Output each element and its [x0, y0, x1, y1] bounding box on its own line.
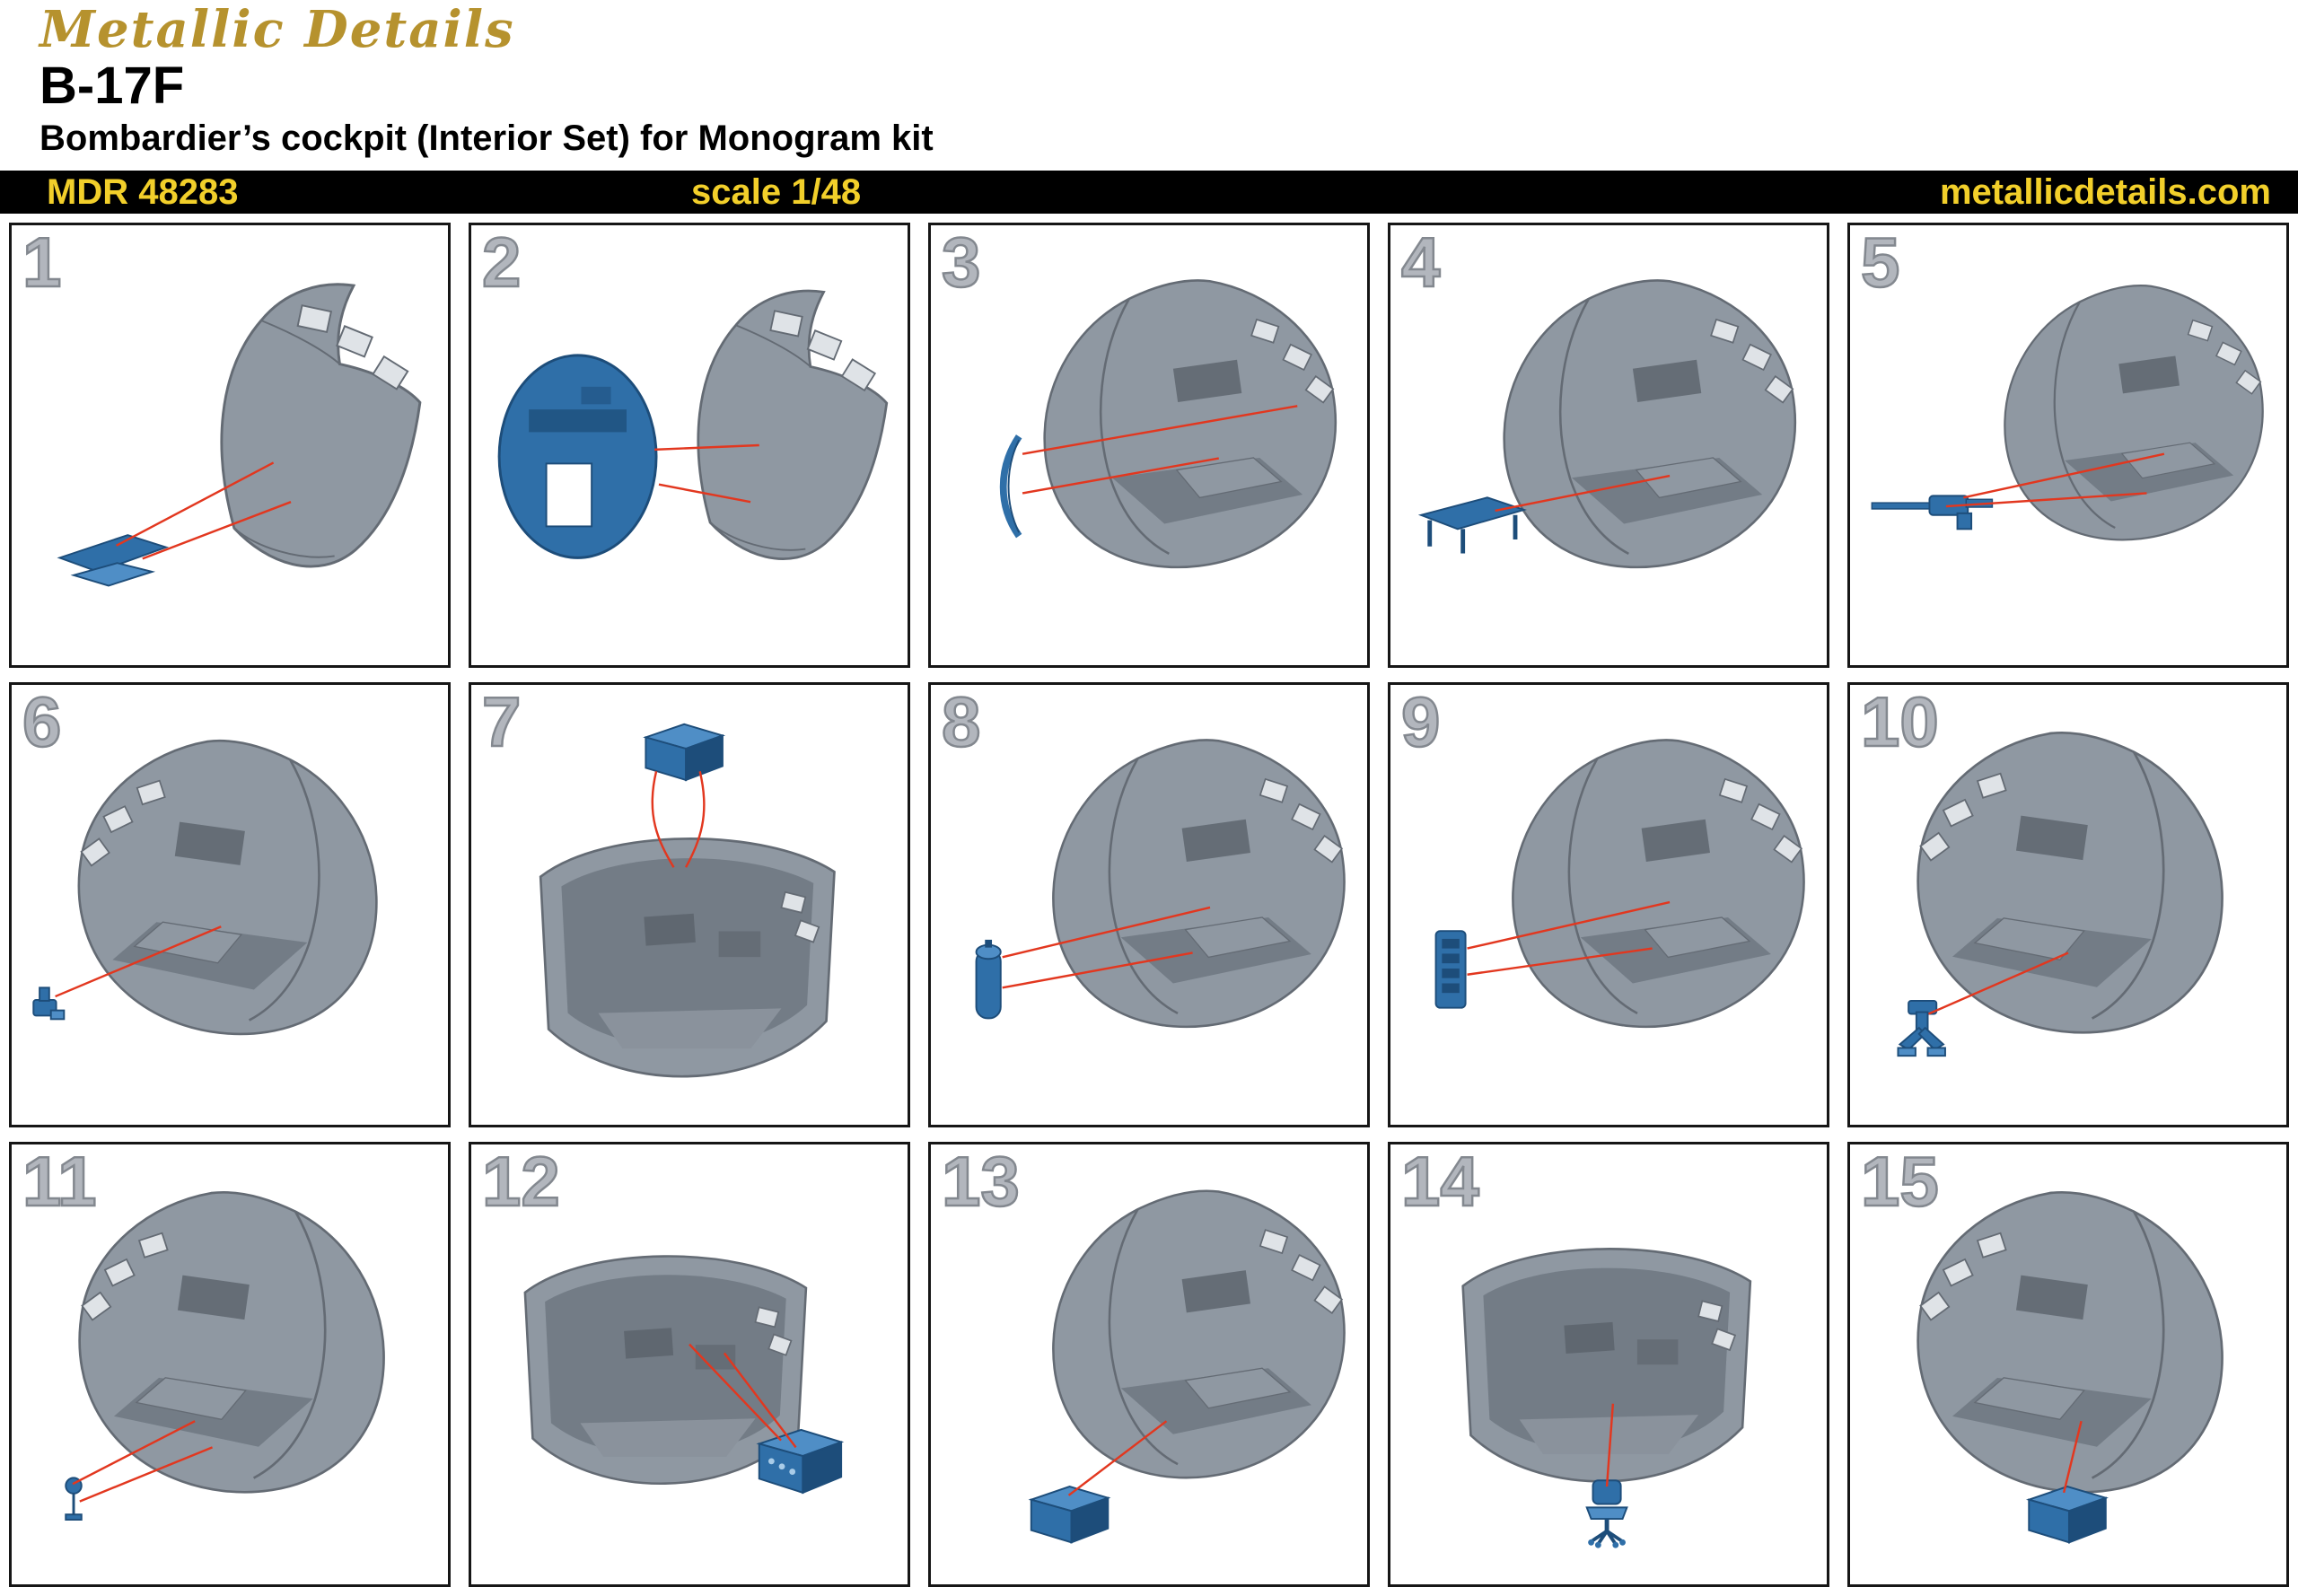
step-panel-3: 3: [928, 223, 1370, 668]
step-number: 14: [1400, 1142, 1480, 1221]
step-number: 11: [22, 1142, 98, 1221]
step-number: 9: [1400, 682, 1442, 761]
step-panel-5: 5: [1847, 223, 2289, 668]
step-panel-6: 6: [9, 682, 451, 1127]
step-illustration: [497, 289, 889, 560]
step-illustration: [65, 1191, 385, 1521]
brand-logo: Metallic Details: [39, 0, 515, 59]
step-illustration: [975, 739, 1346, 1029]
step-number: 12: [481, 1142, 561, 1221]
step-illustration: [1916, 1191, 2223, 1544]
step-number: 8: [941, 682, 982, 761]
info-bar: MDR 48283 scale 1/48 metallicdetails.com: [0, 171, 2298, 214]
step-number: 6: [22, 682, 63, 761]
step-panel-7: 7: [469, 682, 910, 1127]
step-panel-9: 9: [1388, 682, 1829, 1127]
step-number: 5: [1860, 223, 1901, 302]
step-number: 2: [481, 223, 522, 302]
step-illustration: [523, 1255, 845, 1495]
step-panel-11: 11: [9, 1142, 451, 1587]
step-panel-8: 8: [928, 682, 1370, 1127]
step-panel-13: 13: [928, 1142, 1370, 1587]
step-illustration: [1871, 285, 2264, 541]
step-number: 3: [941, 223, 982, 302]
page-subtitle: Bombardier’s cockpit (Interior Set) for …: [39, 118, 934, 158]
page-title: B-17F: [39, 57, 185, 115]
steps-grid: 1 2 3 4 5 6 7 8 9: [9, 223, 2289, 1587]
step-illustration: [1417, 279, 1797, 569]
step-illustration: [1897, 732, 2223, 1057]
step-panel-4: 4: [1388, 223, 1829, 668]
step-illustration: [999, 279, 1338, 569]
step-panel-10: 10: [1847, 682, 2289, 1127]
step-illustration: [1028, 1189, 1346, 1544]
step-number: 4: [1400, 223, 1442, 302]
step-number: 10: [1860, 682, 1940, 761]
step-number: 1: [22, 223, 63, 302]
step-panel-2: 2: [469, 223, 910, 668]
website-link: metallicdetails.com: [1939, 172, 2271, 212]
step-illustration: [539, 723, 836, 1078]
step-panel-15: 15: [1847, 1142, 2289, 1587]
step-illustration: [1434, 739, 1805, 1029]
step-panel-12: 12: [469, 1142, 910, 1587]
step-illustration: [32, 740, 378, 1036]
step-number: 15: [1860, 1142, 1940, 1221]
step-number: 13: [941, 1142, 1021, 1221]
step-panel-14: 14: [1388, 1142, 1829, 1587]
step-illustration: [1461, 1248, 1752, 1548]
step-panel-1: 1: [9, 223, 451, 668]
scale-label: scale 1/48: [691, 172, 862, 212]
step-illustration: [57, 283, 422, 587]
product-code: MDR 48283: [47, 172, 239, 212]
step-number: 7: [481, 682, 522, 761]
